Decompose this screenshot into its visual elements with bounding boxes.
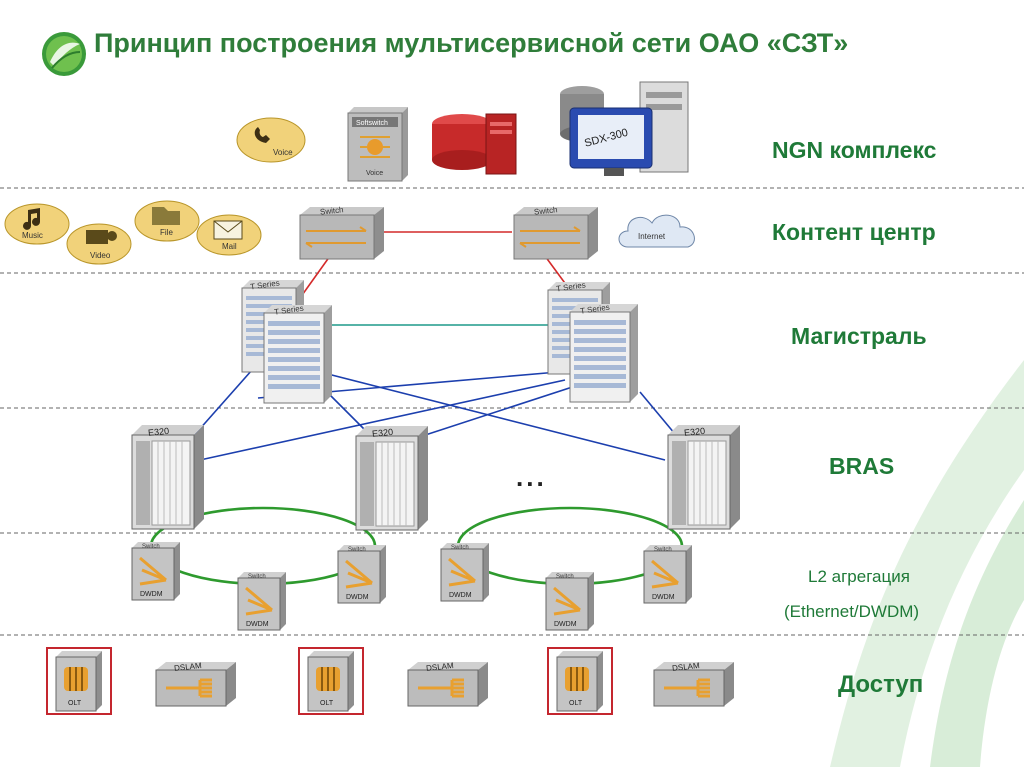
olt-1-icon: OLT <box>46 647 114 717</box>
svg-text:T Series: T Series <box>250 278 281 291</box>
layer-label-l2-line1: L2 агрегация <box>808 567 910 586</box>
dwdm-switch-6-icon: Switch DWDM <box>640 543 696 605</box>
dslam-1-icon: DSLAM <box>152 660 238 710</box>
svg-text:OLT: OLT <box>320 700 334 707</box>
dwdm-switch-5-icon: Switch DWDM <box>542 570 598 632</box>
company-logo <box>42 32 86 76</box>
music-icon: Music <box>4 202 70 246</box>
t-series-right-front-icon: T Series <box>566 302 642 404</box>
page-title: Принцип построения мультисервисной сети … <box>94 28 849 58</box>
svg-text:OLT: OLT <box>569 700 583 707</box>
svg-text:DWDM: DWDM <box>449 592 472 599</box>
bras-links <box>189 369 681 461</box>
dwdm-switch-2-icon: Switch DWDM <box>234 570 290 632</box>
svg-text:Internet: Internet <box>638 232 666 241</box>
olt-2-icon: OLT <box>298 647 366 717</box>
svg-text:Voice: Voice <box>273 148 293 157</box>
e320-right-icon: E320 <box>664 423 744 531</box>
svg-text:Switch: Switch <box>654 547 672 553</box>
svg-text:DWDM: DWDM <box>140 591 163 598</box>
dwdm-switch-1-icon: Switch DWDM <box>128 540 184 602</box>
svg-text:Switch: Switch <box>451 545 469 551</box>
svg-text:File: File <box>160 228 173 237</box>
svg-text:Voice: Voice <box>366 170 383 177</box>
svg-text:DSLAM: DSLAM <box>174 661 203 673</box>
svg-text:E320: E320 <box>148 426 170 438</box>
softswitch-icon: Softswitch Voice <box>342 103 410 183</box>
database-server-icon <box>430 110 522 180</box>
svg-text:DWDM: DWDM <box>346 594 369 601</box>
dwdm-switch-4-icon: Switch DWDM <box>437 541 493 603</box>
svg-text:DSLAM: DSLAM <box>672 661 701 673</box>
svg-text:T Series: T Series <box>556 280 587 293</box>
sdx-server-icon: SDX-300 <box>556 80 696 180</box>
svg-text:E320: E320 <box>684 426 706 438</box>
svg-text:Switch: Switch <box>142 544 160 550</box>
layer-label-content: Контент центр <box>772 219 936 245</box>
svg-text:Video: Video <box>90 251 111 260</box>
internet-cloud-icon: Internet <box>614 207 704 257</box>
svg-text:Switch: Switch <box>348 547 366 553</box>
svg-text:Switch: Switch <box>248 574 266 580</box>
mail-icon: Mail <box>196 213 262 257</box>
switch-left-icon: Switch <box>296 203 388 261</box>
e320-middle-icon: E320 <box>352 424 432 532</box>
switch-right-icon: Switch <box>510 203 602 261</box>
layer-label-l2-line2: (Ethernet/DWDM) <box>784 602 920 621</box>
svg-text:Switch: Switch <box>534 205 558 216</box>
svg-text:Switch: Switch <box>556 574 574 580</box>
svg-text:T Series: T Series <box>274 304 305 317</box>
svg-text:E320: E320 <box>372 427 394 439</box>
svg-text:Softswitch: Softswitch <box>356 120 388 127</box>
svg-text:DSLAM: DSLAM <box>426 661 455 673</box>
dwdm-switch-3-icon: Switch DWDM <box>334 543 390 605</box>
video-icon: Video <box>66 222 132 266</box>
voice-phone-icon: Voice <box>236 117 306 163</box>
layer-separators <box>0 187 1024 636</box>
svg-text:Music: Music <box>22 231 43 240</box>
layer-label-backbone: Магистраль <box>791 323 927 349</box>
dslam-2-icon: DSLAM <box>404 660 490 710</box>
svg-text:DWDM: DWDM <box>554 621 577 628</box>
svg-text:OLT: OLT <box>68 700 82 707</box>
layer-label-bras: BRAS <box>829 453 895 479</box>
layer-label-access: Доступ <box>838 671 924 698</box>
t-series-left-front-icon: T Series <box>260 303 336 405</box>
olt-3-icon: OLT <box>547 647 615 717</box>
dslam-3-icon: DSLAM <box>650 660 736 710</box>
e320-left-icon: E320 <box>128 423 208 531</box>
layer-label-ngn: NGN комплекс <box>772 137 937 163</box>
more-bras-ellipsis: ... <box>516 462 547 492</box>
svg-text:DWDM: DWDM <box>652 594 675 601</box>
file-icon: File <box>134 199 200 243</box>
svg-text:DWDM: DWDM <box>246 621 269 628</box>
svg-text:T Series: T Series <box>580 303 611 316</box>
svg-text:Switch: Switch <box>320 205 344 216</box>
svg-text:Mail: Mail <box>222 242 237 251</box>
